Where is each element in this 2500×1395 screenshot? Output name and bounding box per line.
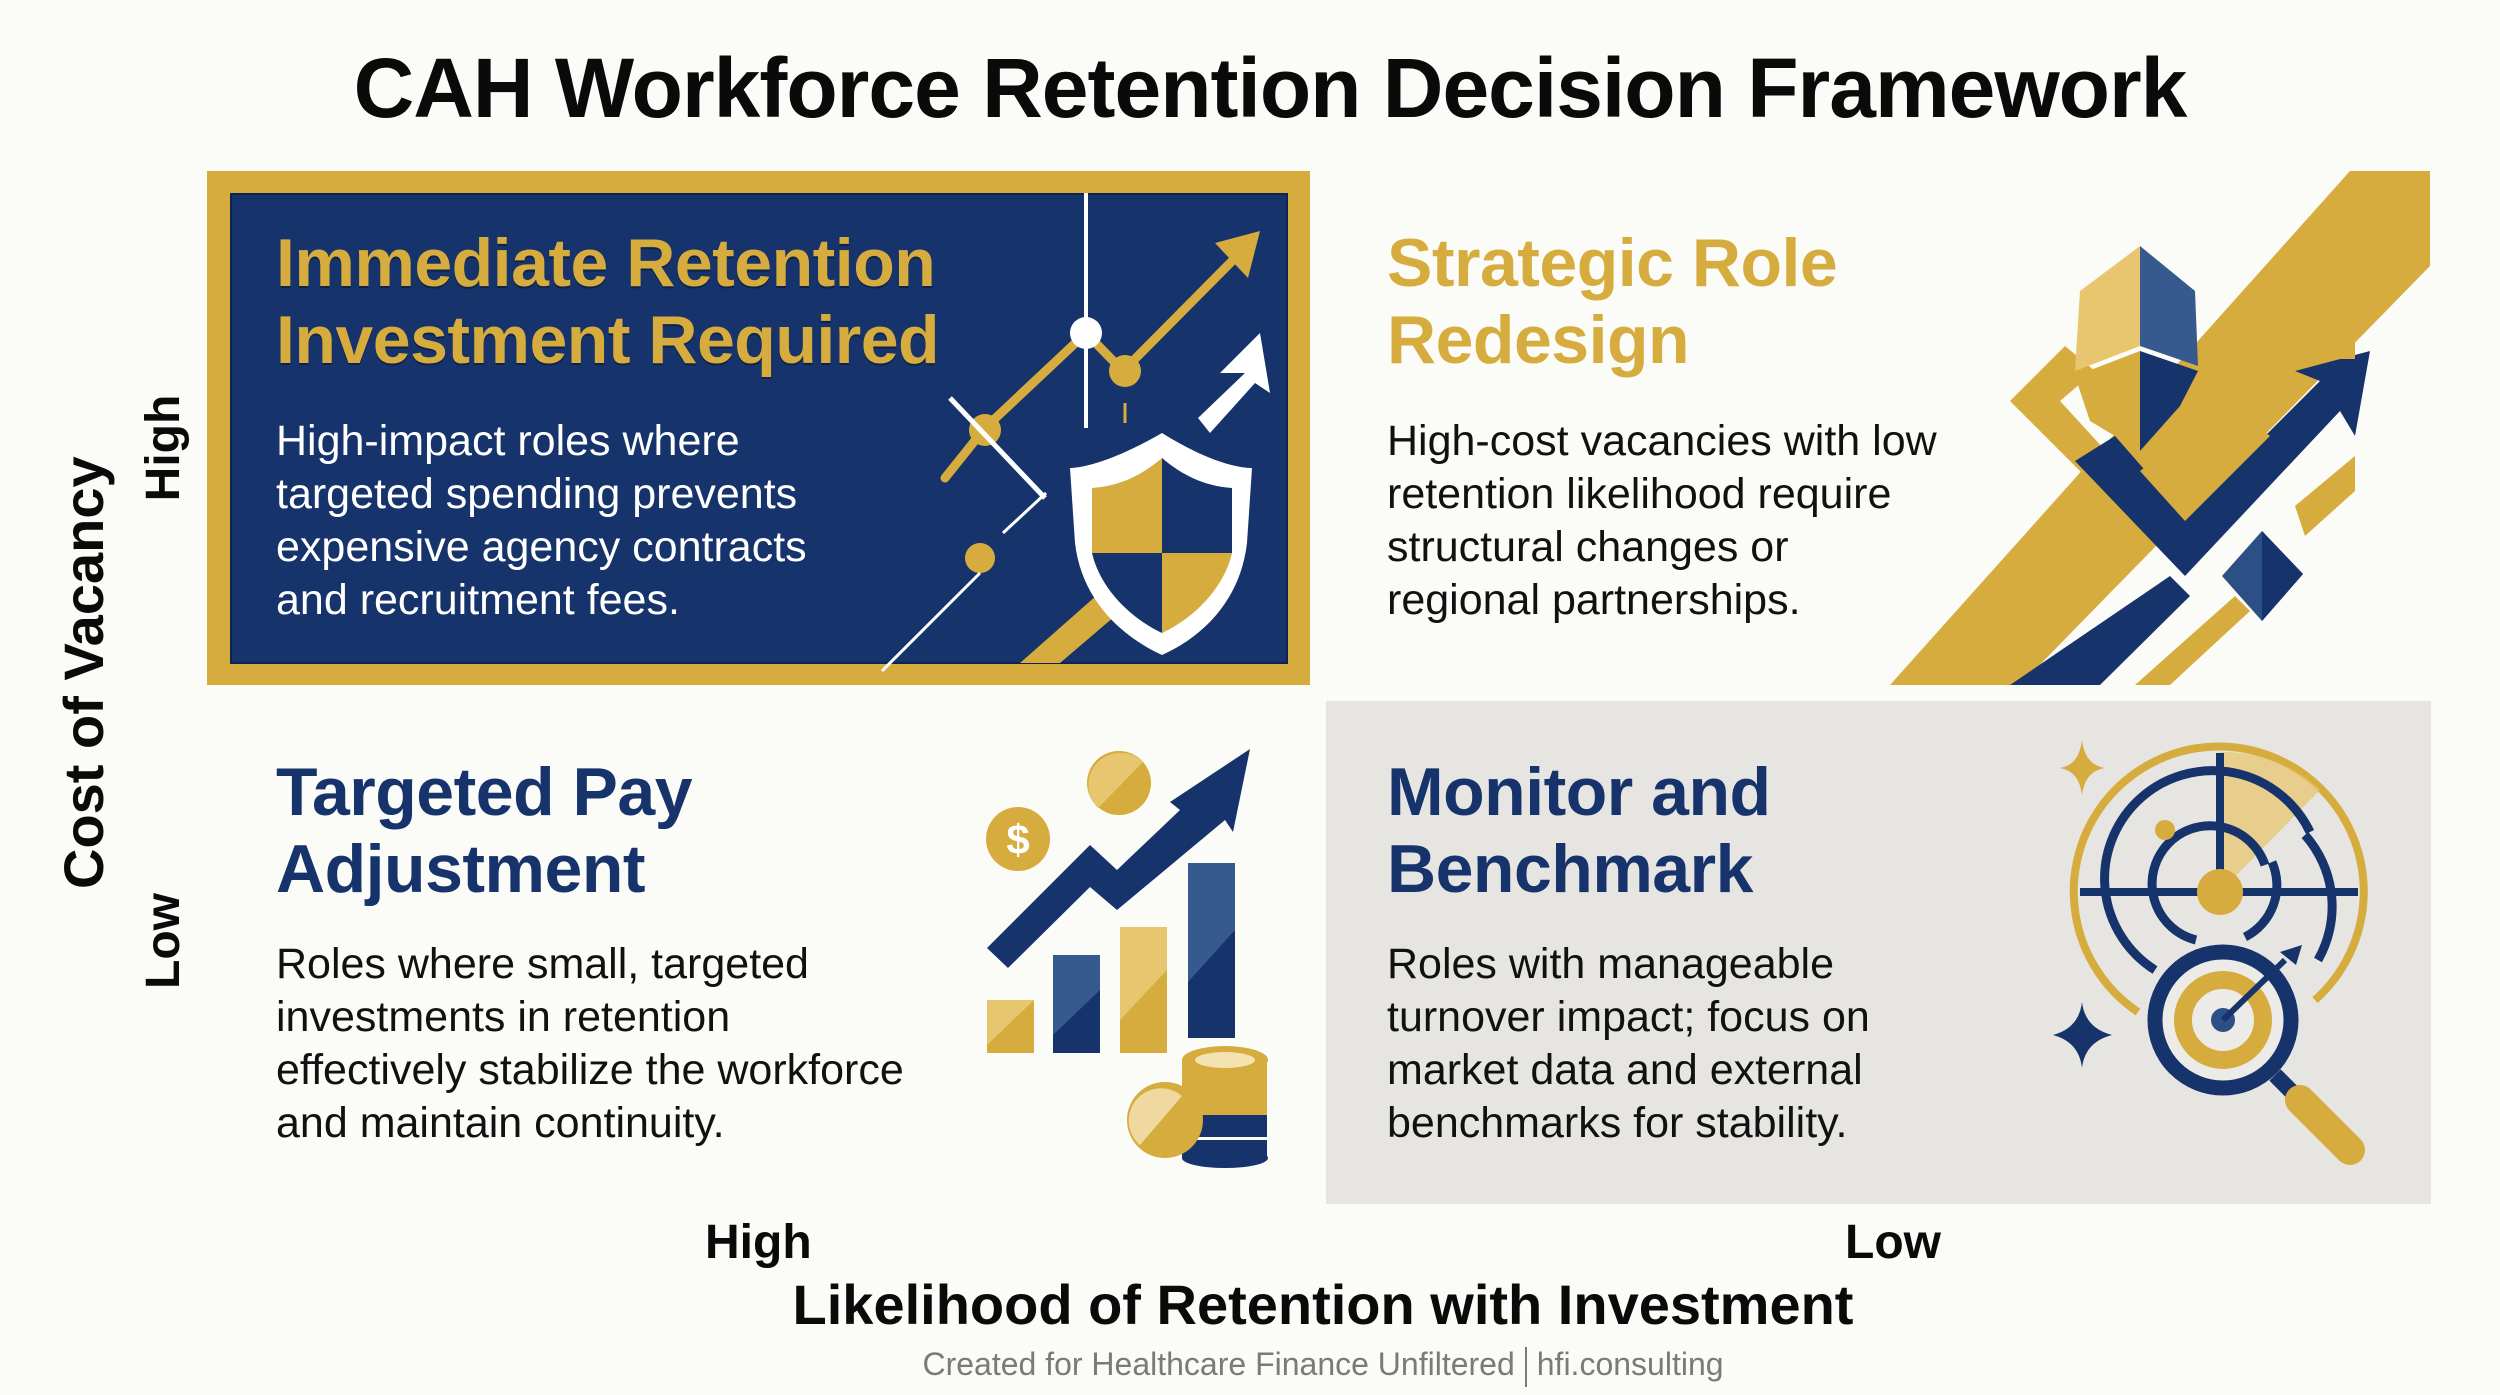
y-axis-high-label: High	[137, 394, 190, 502]
quadrant-tr-heading: Strategic Role Redesign	[1387, 225, 1838, 378]
quadrant-tr-body: High-cost vacancies with low retention l…	[1387, 417, 1937, 624]
quadrant-bl-body: Roles where small, targeted investments …	[276, 940, 904, 1147]
x-axis-low-label: Low	[1845, 1216, 1941, 1269]
radar-magnifier-target-icon	[2053, 740, 2368, 1165]
bar-chart-coins-icon: $	[986, 749, 1268, 1168]
page-title: CAH Workforce Retention Decision Framewo…	[353, 41, 2188, 135]
quadrant-tl-heading: Immediate Retention Investment Required	[276, 225, 940, 378]
geometric-arrow-redesign-icon	[1890, 171, 2430, 685]
svg-text:$: $	[1006, 816, 1029, 863]
shield-growth-chart-icon	[880, 193, 1270, 673]
footer-link[interactable]: hfi.consulting	[1536, 1346, 1724, 1382]
footer-credit-text: Created for Healthcare Finance Unfiltere…	[922, 1346, 1515, 1382]
quadrant-tl-body: High-impact roles where targeted spendin…	[276, 417, 807, 624]
y-axis-label: Cost of Vacancy	[52, 456, 115, 889]
quadrant-bl-heading: Targeted Pay Adjustment	[276, 754, 693, 907]
footer-credit: Created for Healthcare Finance Unfiltere…	[0, 1346, 2500, 1387]
quadrant-br-body: Roles with manageable turnover impact; f…	[1387, 940, 1870, 1147]
quadrant-br-heading: Monitor and Benchmark	[1387, 754, 1771, 907]
x-axis-label: Likelihood of Retention with Investment	[792, 1273, 1854, 1336]
footer-separator	[1524, 1346, 1527, 1387]
x-axis-high-label: High	[705, 1216, 812, 1269]
y-axis-low-label: Low	[137, 893, 190, 989]
